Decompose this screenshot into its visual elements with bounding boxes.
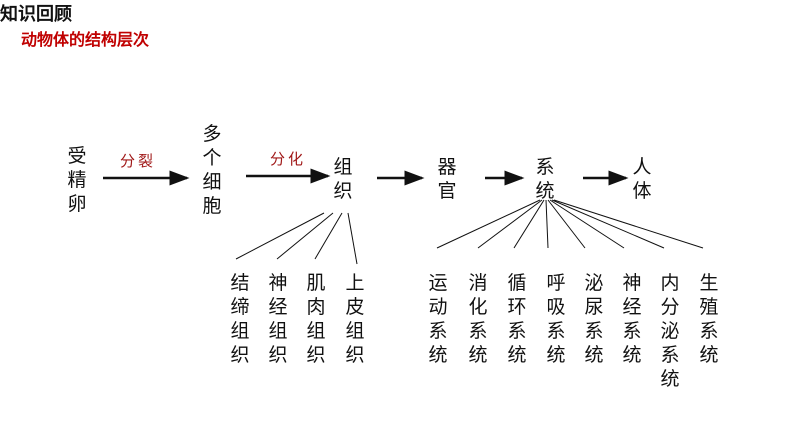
label-differentiate: 分化 (270, 150, 307, 168)
label-split: 分裂 (120, 152, 157, 170)
system-item: 神经系统 (622, 272, 642, 366)
tissue-item: 上皮组织 (345, 272, 365, 366)
system-item: 循环系统 (507, 272, 527, 366)
system-item: 消化系统 (468, 272, 488, 366)
system-item: 生殖系统 (699, 272, 719, 366)
section-title: 知识回顾 (0, 4, 72, 25)
node-tissue: 组织 (333, 156, 353, 202)
diagram-title: 动物体的结构层次 (20, 30, 149, 49)
system-item: 内分泌系统 (660, 272, 680, 390)
tissue-item: 结缔组织 (230, 272, 250, 366)
system-item: 泌尿系统 (584, 272, 604, 366)
system-item: 呼吸系统 (546, 272, 566, 366)
node-body: 人体 (632, 156, 652, 202)
node-zygote: 受精卵 (67, 145, 87, 215)
node-system: 系统 (535, 156, 555, 202)
node-multicell: 多个细胞 (202, 123, 222, 217)
system-item: 运动系统 (428, 272, 448, 366)
node-organ: 器官 (437, 156, 457, 202)
tissue-item: 肌肉组织 (306, 272, 326, 366)
tissue-item: 神经组织 (268, 272, 288, 366)
